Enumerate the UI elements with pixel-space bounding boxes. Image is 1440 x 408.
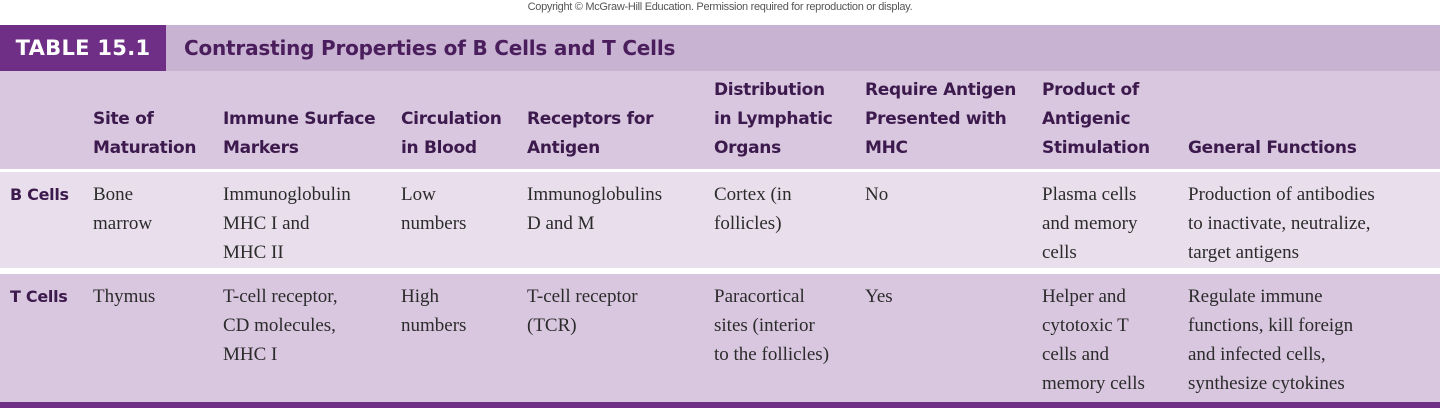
table-cell: Immunoglobulins D and M xyxy=(527,184,663,234)
column-header-receptors-for-antigen: Receptors for Antigen xyxy=(527,109,654,158)
table-cell: Plasma cells and memory cells xyxy=(1042,184,1138,263)
column-header-site-of-maturation: Site of Maturation xyxy=(93,109,197,158)
column-header-immune-surface-markers: Immune Surface Markers xyxy=(223,109,376,158)
table-cell: Production of antibodies to inactivate, … xyxy=(1188,184,1375,263)
table-cell: Immunoglobulin MHC I and MHC II xyxy=(223,184,351,263)
table-cell: Cortex (in follicles) xyxy=(714,184,792,234)
table-row-t-cells: T Cells Thymus T-cell receptor, CD molec… xyxy=(0,274,1440,402)
table-cell: T-cell receptor (TCR) xyxy=(527,286,638,336)
row-label-t-cells: T Cells xyxy=(10,287,68,306)
table-cell: Paracortical sites (interior to the foll… xyxy=(714,286,830,365)
table-title: Contrasting Properties of B Cells and T … xyxy=(184,36,676,60)
column-header-general-functions: General Functions xyxy=(1188,138,1357,158)
table-cell: Yes xyxy=(865,286,893,307)
table-number-tag: TABLE 15.1 xyxy=(0,25,166,71)
column-header-require-antigen-presented-with-mhc: Require Antigen Presented with MHC xyxy=(865,80,1017,158)
row-separator xyxy=(0,268,1440,274)
table-cell: Thymus xyxy=(93,286,156,307)
table-cell: Helper and cytotoxic T cells and memory … xyxy=(1042,286,1145,394)
row-label-b-cells: B Cells xyxy=(10,185,69,204)
column-header-product-of-antigenic-stimulation: Product of Antigenic Stimulation xyxy=(1042,80,1150,158)
table-cell: Bone marrow xyxy=(93,184,153,234)
table-cell: No xyxy=(865,184,889,205)
table-header-row: Site of Maturation Immune Surface Marker… xyxy=(0,71,1440,169)
column-header-circulation-in-blood: Circulation in Blood xyxy=(401,109,502,158)
table-row-b-cells: B Cells Bone marrow Immunoglobulin MHC I… xyxy=(0,172,1440,268)
table-cell: High numbers xyxy=(401,286,467,336)
row-separator xyxy=(0,169,1440,172)
table-cell: Low numbers xyxy=(401,184,467,234)
table-cell: Regulate immune functions, kill foreign … xyxy=(1188,286,1354,394)
table-cell: T-cell receptor, CD molecules, MHC I xyxy=(223,286,338,365)
copyright-notice: Copyright © McGraw-Hill Education. Permi… xyxy=(527,1,913,13)
table-bottom-rule xyxy=(0,402,1440,408)
column-header-distribution-in-lymphatic-organs: Distribution in Lymphatic Organs xyxy=(714,80,833,158)
table-title-bar: TABLE 15.1 Contrasting Properties of B C… xyxy=(0,25,1440,71)
